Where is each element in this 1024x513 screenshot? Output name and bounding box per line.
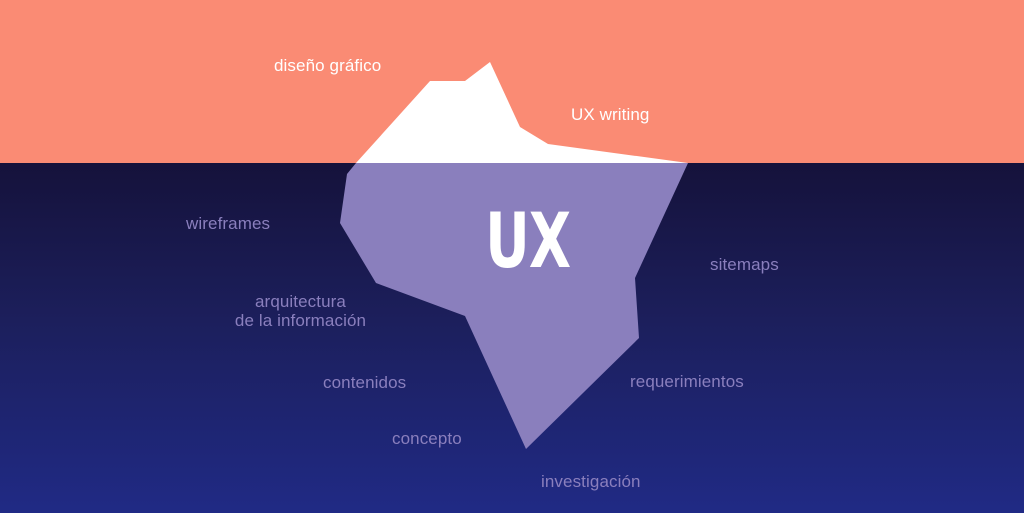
iceberg-underwater [340, 163, 688, 449]
label-contents: contenidos [323, 373, 407, 392]
iceberg-center-label: UX [485, 196, 571, 285]
label-graphic-design: diseño gráfico [274, 56, 382, 75]
label-research: investigación [541, 472, 641, 491]
label-sitemaps: sitemaps [710, 255, 779, 274]
label-concept: concepto [392, 429, 462, 448]
iceberg-tip [356, 62, 688, 163]
label-ux-writing: UX writing [571, 105, 650, 124]
label-requirements: requerimientos [630, 372, 744, 391]
label-wireframes: wireframes [186, 214, 271, 233]
label-information-architecture: arquitectura de la información [234, 292, 367, 330]
